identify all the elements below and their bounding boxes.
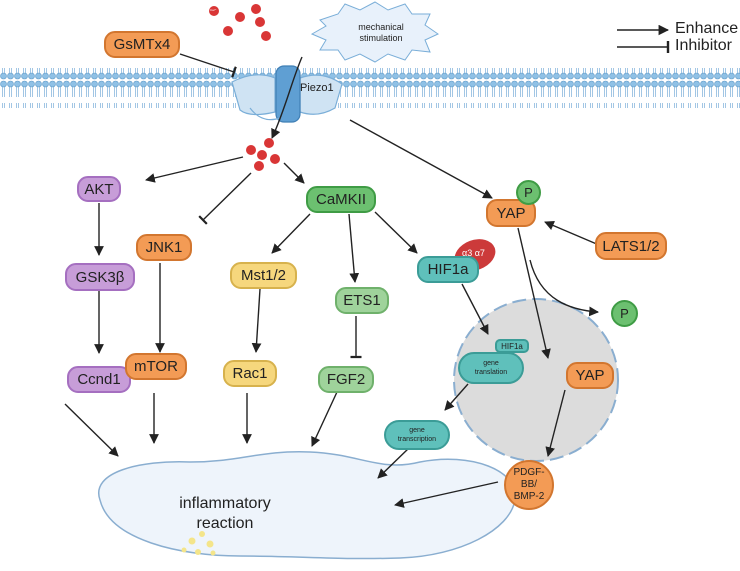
phospho-p-released: P: [611, 300, 638, 327]
hif1a-node: HIF1a: [417, 256, 479, 283]
akt-node: AKT: [77, 176, 121, 202]
gene-transcription-node: gene transcription: [384, 420, 450, 450]
calcium-ions-intracellular: [246, 138, 280, 171]
enhance-arrows: [64, 56, 600, 508]
pdgf-text: PDGF-: [513, 467, 545, 478]
rac1-node: Rac1: [223, 360, 277, 387]
bmp2-text: BMP-2: [513, 491, 545, 502]
cell-membrane: [0, 68, 740, 108]
inflammatory-text: inflammatory: [179, 495, 271, 512]
yap-node: YAP: [486, 199, 536, 227]
legend-enhance-label: Enhance: [675, 20, 739, 37]
legend-inhibitor-label: Inhibitor: [675, 37, 732, 54]
lats12-node: LATS1/2: [595, 232, 667, 260]
camkii-node: CaMKII: [306, 186, 376, 213]
legend: [617, 24, 670, 53]
mechanical-stimulation-burst: [310, 1, 440, 63]
ccnd1-node: Ccnd1: [67, 366, 131, 393]
gsk3b-node: GSK3β: [65, 263, 135, 291]
gene-translation-node: gene translation: [458, 352, 524, 384]
translation-text: translation: [474, 369, 508, 376]
calcium-ions-extracellular: [209, 4, 271, 41]
ets1-node: ETS1: [335, 287, 389, 314]
mechanical-text: mechanical: [358, 22, 404, 32]
pdgf-bmp2-node: PDGF-BB/BMP-2: [504, 460, 554, 510]
mst12-node: Mst1/2: [230, 262, 297, 289]
piezo1-label: Piezo1: [300, 82, 334, 94]
hif1a-nucleus-node: HIF1a: [495, 339, 529, 353]
phospho-p-yap: P: [516, 180, 541, 205]
gsmtx4-node: GsMTx4: [104, 31, 180, 58]
stimulation-text: stimulation: [359, 33, 403, 43]
ca-ion-label: Ca²⁺: [210, 8, 217, 12]
jnk1-node: JNK1: [136, 234, 192, 261]
bb-text: BB/: [520, 479, 538, 490]
mechanical-stimulation-label: mechanical stimulation: [336, 22, 426, 44]
gene-text-2: gene: [409, 427, 425, 434]
inhibit-arrows: [179, 53, 362, 359]
integrin-label: α3 α7: [462, 248, 485, 258]
inflammatory-reaction-label: inflammatory reaction: [150, 494, 300, 534]
vesicle-dots: [181, 531, 216, 556]
fgf2-node: FGF2: [318, 366, 374, 393]
yap-nucleus-node: YAP: [566, 362, 614, 389]
reaction-text: reaction: [196, 515, 254, 532]
gene-text-1: gene: [483, 360, 499, 367]
mtor-node: mTOR: [125, 353, 187, 380]
transcription-text: transcription: [397, 436, 437, 443]
